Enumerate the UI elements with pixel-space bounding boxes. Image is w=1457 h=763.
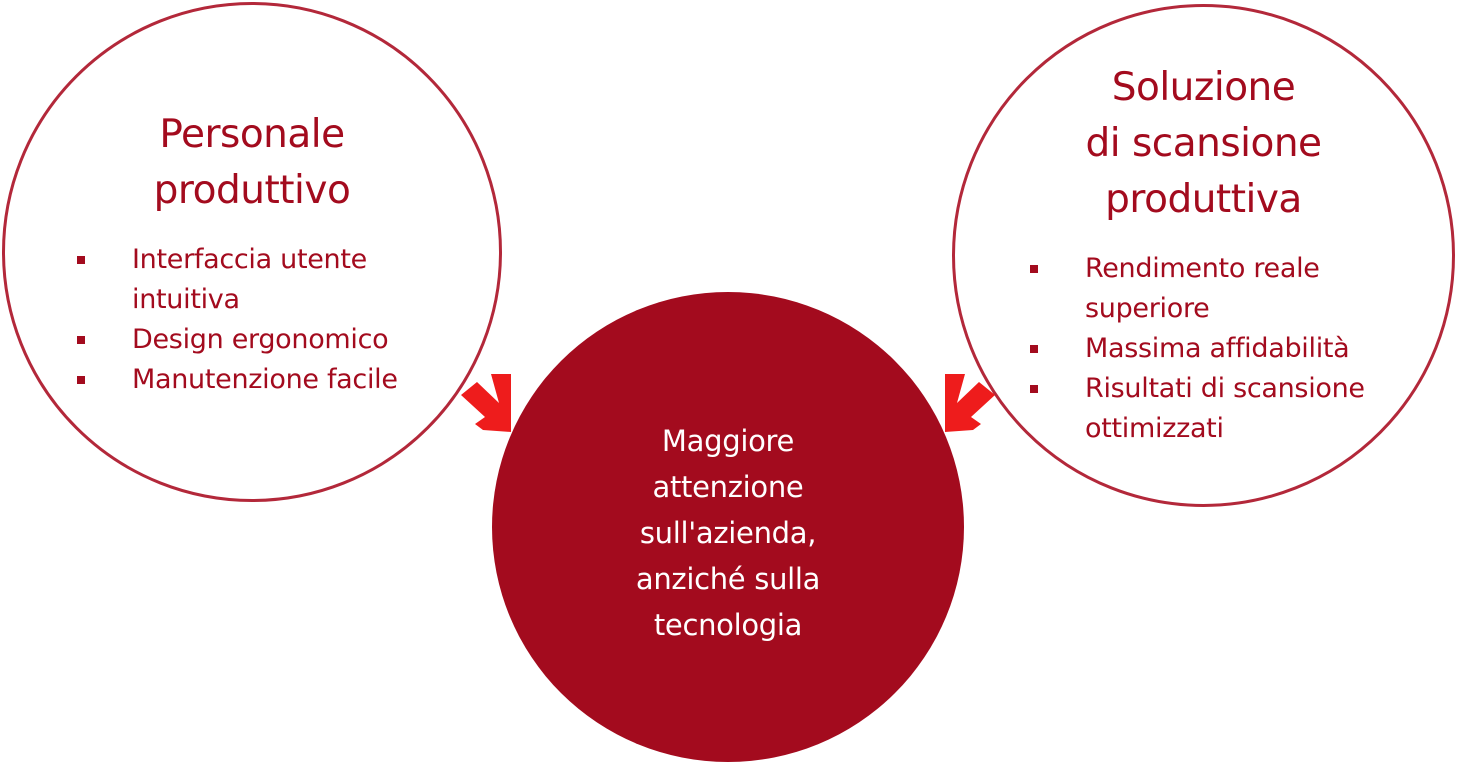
list-item-label: Risultati di scansione ottimizzati xyxy=(1085,373,1365,444)
list-item: Risultati di scansione ottimizzati xyxy=(1030,369,1400,449)
arrow-down-left-icon xyxy=(945,374,995,432)
square-bullet-icon xyxy=(77,256,85,264)
title-line: produttiva xyxy=(1105,177,1302,222)
list-item-label: Interfaccia utente intuitiva xyxy=(132,244,367,315)
square-bullet-icon xyxy=(77,336,85,344)
square-bullet-icon xyxy=(1030,265,1038,273)
list-item: Massima affidabilità xyxy=(1030,329,1400,369)
title-line: Soluzione xyxy=(1111,65,1296,110)
title-line: Personale xyxy=(159,112,345,157)
soluzione-scansione-list: Rendimento reale superiore Massima affid… xyxy=(1030,249,1400,449)
list-item: Manutenzione facile xyxy=(77,360,407,400)
soluzione-scansione-circle xyxy=(952,4,1455,507)
center-text-line: sull'azienda, xyxy=(639,516,817,550)
center-outcome-circle xyxy=(492,292,964,762)
list-item: Rendimento reale superiore xyxy=(1030,249,1400,329)
list-item: Interfaccia utente intuitiva xyxy=(77,240,407,320)
square-bullet-icon xyxy=(1030,385,1038,393)
personale-produttivo-title: Personale produttivo xyxy=(2,107,502,219)
soluzione-scansione-title: Soluzione di scansione produttiva xyxy=(952,60,1455,228)
center-text-line: tecnologia xyxy=(653,608,803,642)
title-line: produttivo xyxy=(153,168,351,213)
list-item-label: Rendimento reale superiore xyxy=(1085,253,1320,324)
square-bullet-icon xyxy=(77,376,85,384)
list-item: Design ergonomico xyxy=(77,320,407,360)
list-item-label: Massima affidabilità xyxy=(1085,333,1350,364)
list-item-label: Design ergonomico xyxy=(132,324,389,355)
center-text-line: attenzione xyxy=(652,470,804,504)
square-bullet-icon xyxy=(1030,345,1038,353)
arrow-down-right-icon xyxy=(461,374,511,432)
personale-produttivo-list: Interfaccia utente intuitiva Design ergo… xyxy=(77,240,407,400)
center-outcome-text: Maggiore attenzione sull'azienda, anzich… xyxy=(492,418,964,648)
title-line: di scansione xyxy=(1085,121,1322,166)
personale-produttivo-circle xyxy=(2,2,502,502)
list-item-label: Manutenzione facile xyxy=(132,364,398,395)
center-text-line: anziché sulla xyxy=(635,562,821,596)
center-text-line: Maggiore xyxy=(661,424,795,458)
